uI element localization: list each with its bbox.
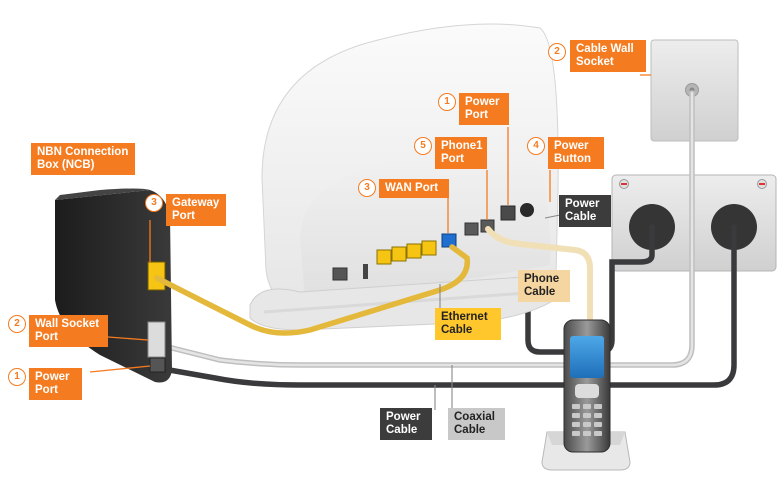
cable-wall-socket-number: 2 (548, 43, 566, 61)
ncb-power-port-label: Power Port (29, 368, 82, 400)
ncb-power-socket (149, 357, 166, 373)
ncb-label: NBN Connection Box (NCB) (31, 143, 135, 175)
wan-port-label: WAN Port (379, 179, 449, 198)
wall-socket-port-number: 2 (8, 315, 26, 333)
cable-wall-socket-label: Cable Wall Socket (570, 40, 646, 72)
ncb-power-port-number: 1 (8, 368, 26, 386)
cordless-phone (541, 319, 631, 471)
power-cable-label-bottom: Power Cable (380, 408, 432, 440)
gateway-port-number: 3 (145, 194, 163, 212)
ethernet-cable (154, 244, 470, 336)
power-port-number: 1 (438, 93, 456, 111)
wall-socket-port-label: Wall Socket Port (29, 315, 108, 347)
power-button-label: Power Button (548, 137, 604, 169)
phone-cable (485, 226, 593, 328)
wan-port (441, 233, 457, 248)
power-button (520, 203, 534, 217)
power-cable-label-right: Power Cable (559, 195, 611, 227)
power-button-number: 4 (527, 137, 545, 155)
ncb-power-cable (155, 224, 737, 388)
phone2-port (464, 222, 479, 236)
leader-lines (89, 74, 651, 373)
cable-wall-socket (650, 39, 739, 142)
gateway-port-label: Gateway Port (166, 194, 226, 226)
phone-cable-label: Phone Cable (518, 270, 570, 302)
phone1-port-label: Phone1 Port (435, 137, 487, 169)
wall-socket-port-socket (147, 321, 166, 358)
power-port-label: Power Port (459, 93, 509, 125)
modem (249, 23, 561, 331)
ncb-box (55, 188, 172, 383)
power-port (500, 205, 516, 221)
coaxial-cable-label: Coaxial Cable (448, 408, 505, 440)
ethernet-cable-label: Ethernet Cable (435, 308, 501, 340)
wan-port-number: 3 (358, 179, 376, 197)
lan-ports (376, 240, 437, 265)
phone1-port-number: 5 (414, 137, 432, 155)
